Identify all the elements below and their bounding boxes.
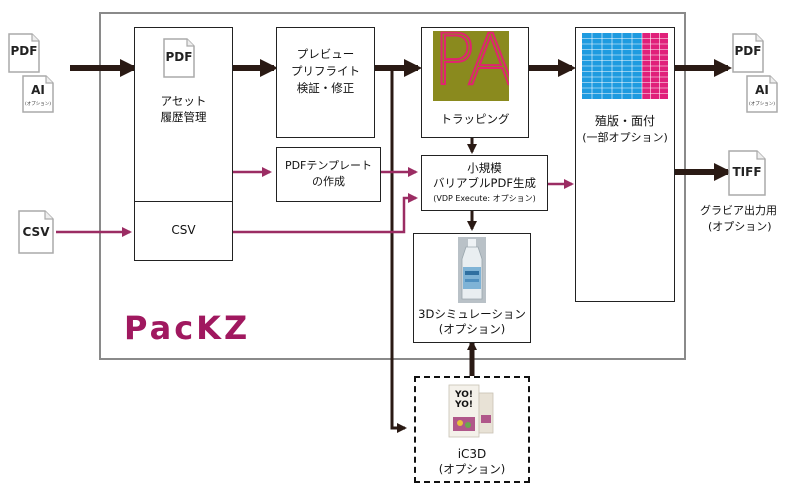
pdf-output-doc: PDF: [732, 33, 764, 73]
sim3d-label-1: 3Dシミュレーション: [418, 307, 526, 321]
vdp-label-2: バリアブルPDF生成: [433, 176, 536, 190]
tiff-output-doc: TIFF: [728, 150, 766, 196]
preview-box: [276, 27, 375, 138]
pdf-template-label-1: PDFテンプレート: [284, 159, 373, 172]
ic3d-box-text: YO! YO!: [455, 390, 473, 410]
packz-logo: PacKZ: [124, 310, 304, 346]
ai-output-label: AI: [755, 83, 769, 97]
bottle-image: [458, 237, 486, 303]
arrow-branch-to-ic3d: [390, 68, 407, 433]
vdp-label-3: (VDP Execute: オプション): [433, 194, 536, 203]
gravure-label-1: グラビア出力用: [700, 204, 777, 217]
ai-input-label: AI: [31, 83, 45, 97]
ai-output-doc: AI (オプション): [746, 75, 778, 113]
csv-box: [134, 201, 233, 261]
imposition-label-1: 殖版・面付: [594, 114, 655, 128]
sim3d-label-2: (オプション): [438, 322, 506, 336]
arrow-csv-to-vdp: [232, 193, 418, 234]
pdf-template-box: [276, 147, 381, 202]
pdf-input-label: PDF: [10, 44, 38, 58]
imposition-label-2: (一部オプション): [582, 131, 668, 144]
asset-pdf-doc: PDF: [163, 38, 195, 78]
trapping-label: トラッピング: [440, 112, 510, 126]
preview-label-1: プレビュー: [296, 47, 355, 61]
gravure-label-2: (オプション): [708, 220, 772, 233]
csv-input-label: CSV: [22, 225, 50, 239]
ic3d-label-2: (オプション): [438, 462, 506, 476]
pa-logo-text: PA: [433, 31, 509, 101]
ai-output-option: (オプション): [748, 102, 775, 107]
preview-label-2: プリフライト: [291, 64, 360, 78]
packz-logo-text: PacKZ: [124, 309, 251, 347]
ai-input-doc: AI (オプション): [22, 75, 54, 113]
pdf-template-label-2: の作成: [312, 175, 345, 188]
csv-box-label: CSV: [171, 223, 196, 237]
vdp-box: [421, 155, 548, 211]
vdp-label-1: 小規模: [467, 161, 502, 175]
ic3d-label-1: iC3D: [457, 447, 487, 461]
pdf-output-label: PDF: [734, 44, 762, 58]
asset-pdf-label: PDF: [165, 50, 193, 64]
ai-input-option: (オプション): [24, 102, 51, 107]
csv-input-doc: CSV: [18, 210, 54, 254]
asset-label-2: 履歴管理: [160, 110, 207, 124]
ic3d-product-image: YO! YO!: [445, 381, 501, 441]
imposition-grid: [582, 33, 668, 99]
asset-label-1: アセット: [160, 94, 207, 108]
preview-label-3: 検証・修正: [296, 81, 355, 95]
tiff-output-label: TIFF: [732, 165, 762, 179]
pdf-input-doc: PDF: [8, 33, 40, 73]
trapping-pa-logo: PA: [433, 31, 509, 101]
